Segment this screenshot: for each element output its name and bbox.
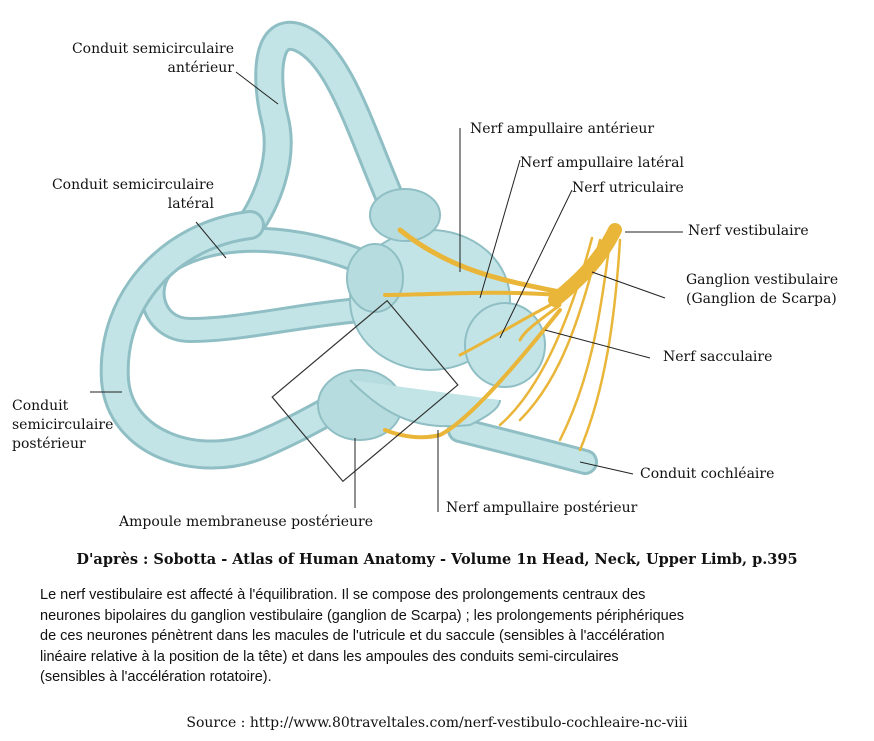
label-utricular-nerve: Nerf utriculaire — [572, 180, 684, 196]
membranous-labyrinth — [99, 20, 598, 475]
paragraph-line: Le nerf vestibulaire est affecté à l'équ… — [40, 587, 646, 603]
label-vestibular-ganglion-line1: Ganglion vestibulaire — [686, 272, 839, 288]
saccule — [464, 302, 546, 388]
labyrinth-illustration — [90, 20, 683, 512]
label-posterior-duct-line2: semicirculaire — [12, 417, 114, 433]
label-lateral-duct-line1: Conduit semicirculaire — [51, 177, 214, 193]
label-posterior-duct: Conduit semicirculaire postérieur — [12, 397, 113, 454]
posterior-ampullary-nerve — [383, 308, 562, 440]
label-posterior-ampullary-nerve: Nerf ampullaire postérieur — [446, 500, 638, 516]
label-posterior-ampulla: Ampoule membraneuse postérieure — [119, 514, 374, 530]
source-link[interactable]: Source : http://www.80traveltales.com/ne… — [186, 715, 688, 731]
figure-caption: D'après : Sobotta - Atlas of Human Anato… — [76, 551, 798, 568]
label-anterior-duct-line2: antérieur — [167, 60, 234, 76]
nerve-fibers — [383, 223, 622, 452]
ampulla-highlight-box — [271, 299, 459, 483]
label-vestibular-nerve: Nerf vestibulaire — [688, 223, 809, 239]
vestibular-nerve-trunk — [548, 223, 622, 307]
label-saccular-nerve: Nerf sacculaire — [663, 349, 773, 365]
label-posterior-duct-line3: postérieur — [12, 436, 86, 452]
label-lateral-ampullary-nerve: Nerf ampullaire latéral — [520, 155, 684, 171]
label-vestibular-ganglion-line2: (Ganglion de Scarpa) — [686, 291, 837, 307]
paragraph-line: linéaire relative à la position de la tê… — [40, 648, 619, 665]
paragraph-line: de ces neurones pénètrent dans les macul… — [40, 628, 665, 644]
label-cochlear-duct: Conduit cochléaire — [640, 466, 775, 482]
label-lateral-duct-line2: latéral — [167, 196, 214, 212]
label-lateral-duct: Conduit semicirculaire latéral — [52, 176, 214, 214]
label-anterior-duct-line1: Conduit semicirculaire — [71, 41, 234, 57]
label-posterior-duct-line1: Conduit — [12, 398, 69, 414]
leader-lines — [90, 71, 683, 512]
paragraph-line: (sensibles à l'accélération rotatoire). — [40, 669, 272, 685]
paragraph-line: neurones bipolaires du ganglion vestibul… — [40, 607, 685, 624]
description-paragraph: Le nerf vestibulaire est affecté à l'équ… — [40, 585, 850, 688]
anterior-ampulla — [369, 188, 441, 242]
label-anterior-ampullary-nerve: Nerf ampullaire antérieur — [470, 121, 655, 137]
lateral-ampulla — [346, 243, 404, 313]
label-anterior-duct: Conduit semicirculaire antérieur — [72, 40, 234, 78]
vestibule-body — [317, 188, 546, 441]
label-vestibular-ganglion: Ganglion vestibulaire (Ganglion de Scarp… — [686, 271, 838, 309]
